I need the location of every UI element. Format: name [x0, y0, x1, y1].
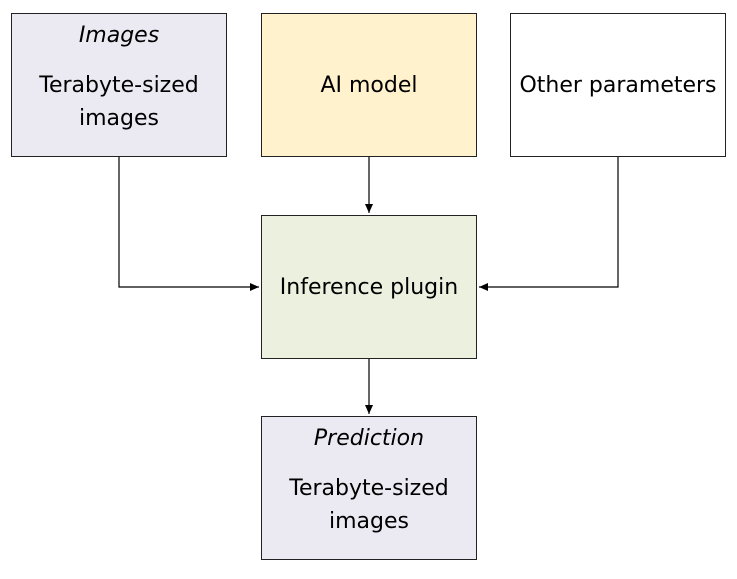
inference-plugin-box: Inference plugin [261, 215, 477, 359]
images-box-body: Terabyte-sized images [39, 73, 199, 131]
arrow-other-params-to-inference [479, 157, 619, 291]
prediction-box-body: Terabyte-sized images [289, 476, 449, 534]
ai-model-box: AI model [261, 13, 477, 157]
inference-plugin-box-label: Inference plugin [279, 274, 459, 300]
ai-model-box-label: AI model [320, 72, 418, 98]
prediction-box: Prediction Terabyte-sized images [261, 416, 477, 560]
prediction-box-title: Prediction [313, 426, 425, 451]
images-box: Images Terabyte-sized images [11, 13, 227, 157]
other-parameters-box: Other parameters [510, 13, 726, 157]
images-box-title: Images [78, 23, 160, 48]
other-parameters-box-label: Other parameters [519, 72, 717, 98]
arrow-images-to-inference [118, 157, 259, 291]
